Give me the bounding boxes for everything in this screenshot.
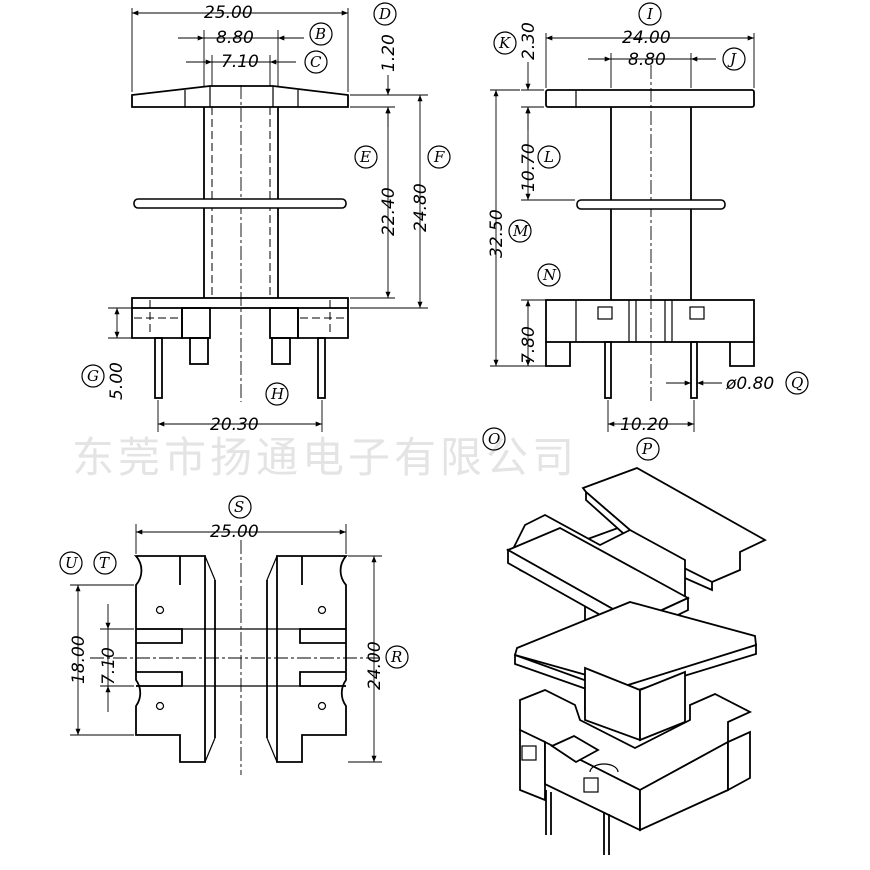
svg-text:Q: Q (791, 374, 803, 392)
svg-text:T: T (99, 554, 110, 572)
watermark-text: 东莞市扬通电子有限公司 (72, 433, 578, 482)
svg-text:D: D (378, 5, 391, 23)
label-g: G (81, 364, 105, 388)
label-o: O (482, 427, 506, 451)
svg-text:N: N (542, 266, 557, 284)
dim-front-width: 25.00 (204, 3, 253, 23)
dim-bottom-u: 18.00 (69, 635, 89, 684)
dim-front-b: 8.80 (216, 28, 254, 48)
label-u: U (59, 551, 83, 575)
label-e: E (354, 145, 378, 169)
svg-text:F: F (433, 148, 445, 166)
dim-bottom-t: 7.10 (99, 647, 119, 685)
label-b: B (309, 22, 333, 46)
dim-front-d: 1.20 (379, 34, 399, 72)
label-j: J (722, 47, 746, 71)
dim-side-p: 10.20 (620, 415, 669, 435)
label-l: L (537, 145, 561, 169)
label-t: T (93, 551, 117, 575)
svg-text:G: G (87, 367, 99, 385)
label-k: K (493, 31, 517, 55)
label-h: H (265, 382, 289, 406)
isometric-view (505, 467, 767, 855)
label-p: P (636, 437, 660, 461)
svg-text:B: B (314, 25, 326, 43)
dim-front-c: 7.10 (221, 52, 259, 72)
svg-text:I: I (646, 5, 654, 23)
front-view (108, 8, 428, 432)
dim-bottom-r: 24.00 (365, 641, 385, 690)
svg-text:O: O (488, 430, 500, 448)
dim-bottom-s: 25.00 (210, 522, 259, 542)
dim-front-f: 24.80 (411, 183, 431, 232)
label-r: R (385, 645, 409, 669)
dim-side-l: 10.70 (519, 143, 539, 192)
dim-side-j: 8.80 (628, 50, 666, 70)
label-s: S (228, 495, 252, 519)
svg-text:J: J (727, 50, 737, 68)
label-m: M (508, 219, 532, 243)
dim-front-h: 20.30 (210, 415, 259, 435)
svg-text:K: K (498, 34, 511, 52)
label-d: D (373, 2, 397, 26)
dim-side-m: 32.50 (487, 209, 507, 258)
svg-text:E: E (359, 148, 371, 166)
dim-front-g: 5.00 (107, 362, 127, 400)
dim-side-i: 24.00 (622, 28, 671, 48)
svg-text:U: U (65, 554, 79, 572)
dim-side-n: 7.80 (519, 326, 539, 364)
side-view (490, 33, 755, 432)
svg-text:C: C (310, 53, 322, 71)
label-q: Q (785, 371, 809, 395)
svg-text:S: S (234, 498, 244, 516)
label-n: N (537, 263, 561, 287)
svg-text:R: R (390, 648, 402, 666)
label-i: I (638, 2, 662, 26)
dim-side-q: ø0.80 (725, 374, 774, 394)
svg-text:P: P (641, 440, 653, 458)
dim-side-k: 2.30 (519, 22, 539, 60)
dim-front-e: 22.40 (379, 187, 399, 236)
label-f: F (427, 145, 451, 169)
svg-text:L: L (543, 148, 554, 166)
svg-text:M: M (512, 222, 529, 240)
bottom-view (70, 524, 382, 775)
label-c: C (304, 50, 328, 74)
svg-text:H: H (270, 385, 285, 403)
